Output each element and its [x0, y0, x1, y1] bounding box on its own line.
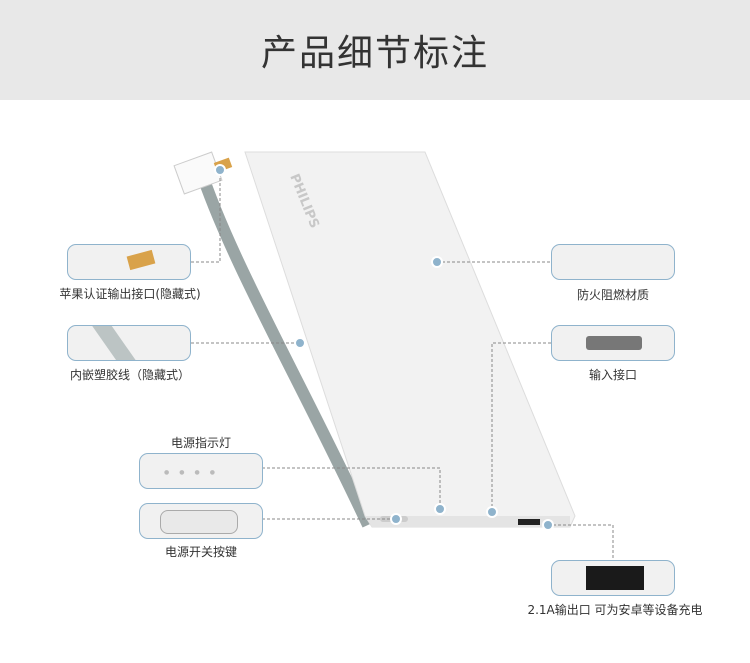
- indicator-label: 电源指示灯: [170, 436, 231, 450]
- usb-port: [518, 519, 540, 525]
- cable-label: 内嵌塑胶线（隐藏式）: [69, 368, 190, 382]
- header-band: 产品细节标注: [0, 0, 750, 100]
- power-button-label: 电源开关按键: [164, 545, 237, 559]
- lightning-label: 苹果认证输出接口(隐藏式): [59, 287, 201, 301]
- power-button-detail-box: [139, 503, 263, 539]
- input-port-label: 输入接口: [588, 368, 637, 382]
- indicator-detail-box: ●●●●: [139, 453, 263, 489]
- output-port-detail-box: [551, 560, 675, 596]
- lightning-detail-box: [67, 244, 191, 280]
- material-detail-box: [551, 244, 675, 280]
- input-port-detail-box: [551, 325, 675, 361]
- lightning-connector: [173, 151, 223, 195]
- cable-detail-box: [67, 325, 191, 361]
- output-port-label: 2.1A输出口 可为安卓等设备充电: [527, 603, 703, 617]
- cable: [194, 166, 374, 528]
- power-bank-body: [244, 151, 576, 528]
- page-title: 产品细节标注: [260, 33, 489, 74]
- material-label: 防火阻燃材质: [576, 288, 649, 302]
